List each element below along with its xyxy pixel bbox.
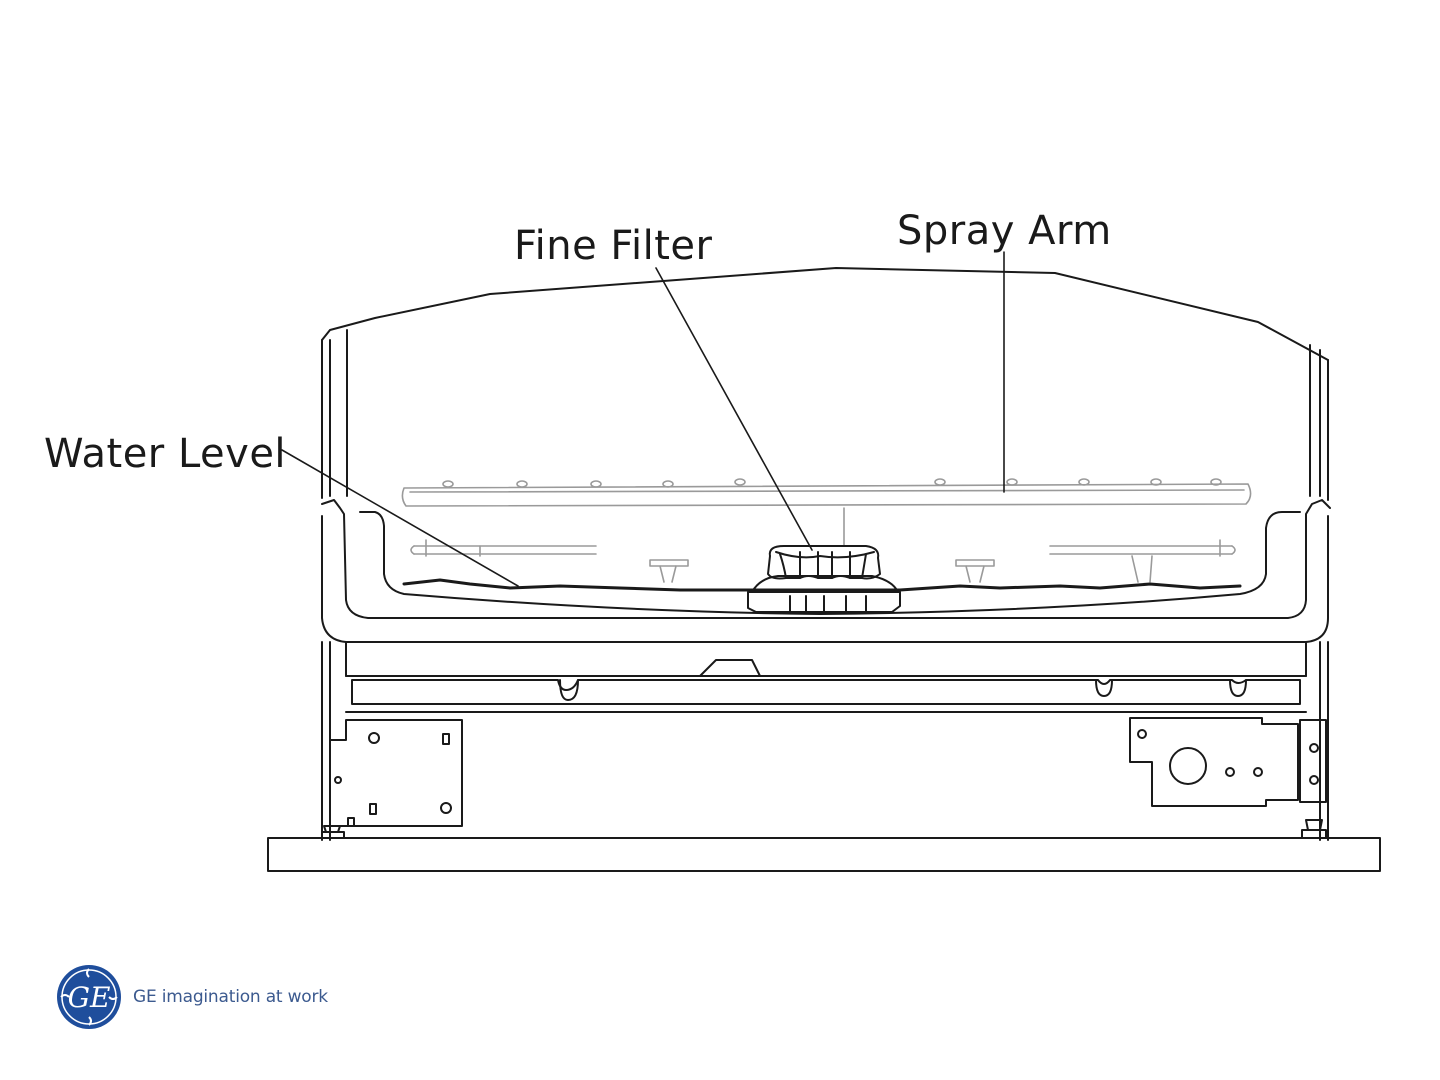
fine-filter-label: Fine Filter bbox=[514, 226, 712, 266]
water-level-label: Water Level bbox=[44, 434, 286, 474]
ge-logo-text: GE bbox=[68, 981, 111, 1014]
brand-footer: GE GE imagination at work bbox=[55, 963, 328, 1031]
water-level-line bbox=[404, 580, 1240, 590]
tub-basin-inner bbox=[360, 512, 1300, 614]
base-plate bbox=[268, 838, 1380, 871]
spray-arm-label: Spray Arm bbox=[897, 211, 1112, 251]
brand-tagline: GE imagination at work bbox=[133, 987, 328, 1007]
fine-filter-leader-line bbox=[656, 268, 812, 550]
right-mounting-bracket bbox=[1130, 718, 1326, 806]
tub-left-wall bbox=[322, 330, 347, 498]
water-level-leader-line bbox=[282, 450, 518, 586]
tub-frame bbox=[322, 642, 1328, 840]
left-mounting-bracket bbox=[330, 720, 462, 826]
fine-filter bbox=[748, 546, 900, 612]
tub-top-outline bbox=[322, 268, 1328, 360]
ge-monogram-icon: GE bbox=[55, 963, 123, 1031]
tub-right-wall bbox=[1310, 345, 1328, 500]
leveling-feet bbox=[322, 818, 1326, 838]
spray-arm bbox=[402, 479, 1250, 582]
